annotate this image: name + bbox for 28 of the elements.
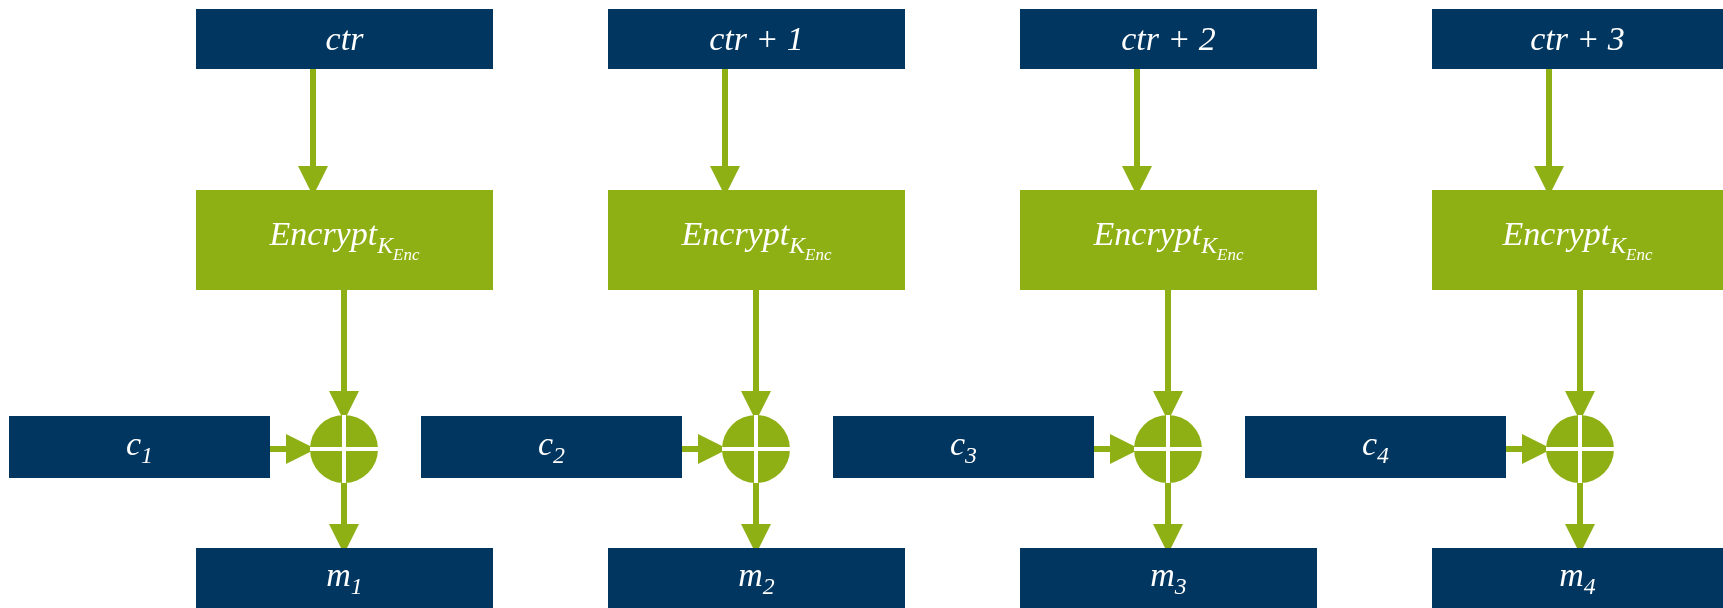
variable-label: c$_{3}$ [950, 426, 977, 468]
variable-label: ctr [325, 22, 364, 56]
label-box [1020, 9, 1317, 69]
variable-label: c$_{4}$ [1362, 426, 1389, 468]
label-box [196, 9, 493, 69]
encrypt-box [1432, 190, 1723, 290]
plaintext-box [1432, 548, 1723, 608]
variable-label: ctr + 1 [709, 22, 804, 56]
variable-label: c$_{1}$ [126, 426, 153, 468]
plaintext-box [196, 548, 493, 608]
variable-label: m$_{4}$ [1559, 557, 1596, 599]
variable-label: ctr + 3 [1530, 22, 1625, 56]
label-box [608, 9, 905, 69]
ciphertext-box [9, 416, 270, 478]
variable-label: ctr + 2 [1121, 22, 1216, 56]
encrypt-box [196, 190, 493, 290]
plaintext-box [608, 548, 905, 608]
variable-label: m$_{2}$ [738, 557, 775, 599]
encrypt-box [1020, 190, 1317, 290]
plaintext-box [1020, 548, 1317, 608]
encrypt-box [608, 190, 905, 290]
ciphertext-box [421, 416, 682, 478]
variable-label: c$_{2}$ [538, 426, 565, 468]
variable-label: m$_{3}$ [1150, 557, 1187, 599]
ciphertext-box [1245, 416, 1506, 478]
ciphertext-box [833, 416, 1094, 478]
variable-label: m$_{1}$ [326, 557, 363, 599]
label-box [1432, 9, 1723, 69]
